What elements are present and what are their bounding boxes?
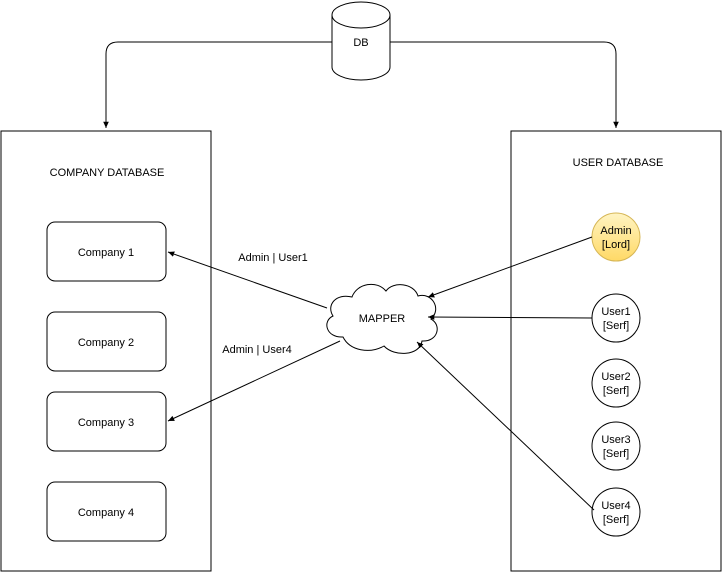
user-node-admin: Admin [Lord]	[591, 212, 641, 262]
db-cylinder: DB	[331, 1, 391, 81]
db-label: DB	[353, 37, 368, 49]
company-label: Company 4	[78, 507, 134, 519]
edge-label-admin-user1: Admin | User1	[238, 252, 308, 264]
user-role: [Serf]	[603, 448, 629, 460]
db-to-company-connector	[103, 41, 332, 128]
edge-admin-to-mapper	[427, 236, 593, 298]
edge-mapper-to-company1	[167, 251, 328, 309]
user-node-user1: User1 [Serf]	[591, 293, 641, 343]
edge-label-admin-user4: Admin | User4	[222, 344, 292, 356]
user-role: [Serf]	[603, 320, 629, 332]
edge-user4-to-mapper	[416, 341, 595, 511]
user-name: User2	[601, 371, 630, 383]
user-role: [Serf]	[603, 514, 629, 526]
user-role: [Serf]	[603, 385, 629, 397]
user-node-user3: User3 [Serf]	[591, 421, 641, 471]
mapper-cloud: MAPPER	[326, 283, 438, 354]
company-label: Company 2	[78, 337, 134, 349]
edge-mapper-to-company3	[167, 340, 341, 422]
user-name: User3	[601, 434, 630, 446]
company-database-title: COMPANY DATABASE	[50, 167, 165, 179]
user-name: Admin	[600, 225, 631, 237]
user-node-user4: User4 [Serf]	[591, 487, 641, 537]
company-label: Company 3	[78, 417, 134, 429]
mapper-label: MAPPER	[359, 313, 406, 325]
company-box-4: Company 4	[46, 481, 167, 542]
user-node-user2: User2 [Serf]	[591, 358, 641, 408]
user-role: [Lord]	[602, 239, 630, 251]
user-database-title: USER DATABASE	[573, 157, 664, 169]
edge-user1-to-mapper	[427, 314, 593, 320]
db-to-user-connector	[390, 41, 619, 128]
company-label: Company 1	[78, 247, 134, 259]
user-name: User1	[601, 306, 630, 318]
company-box-1: Company 1	[46, 221, 167, 282]
user-name: User4	[601, 500, 630, 512]
company-box-3: Company 3	[46, 391, 167, 452]
company-box-2: Company 2	[46, 311, 167, 372]
